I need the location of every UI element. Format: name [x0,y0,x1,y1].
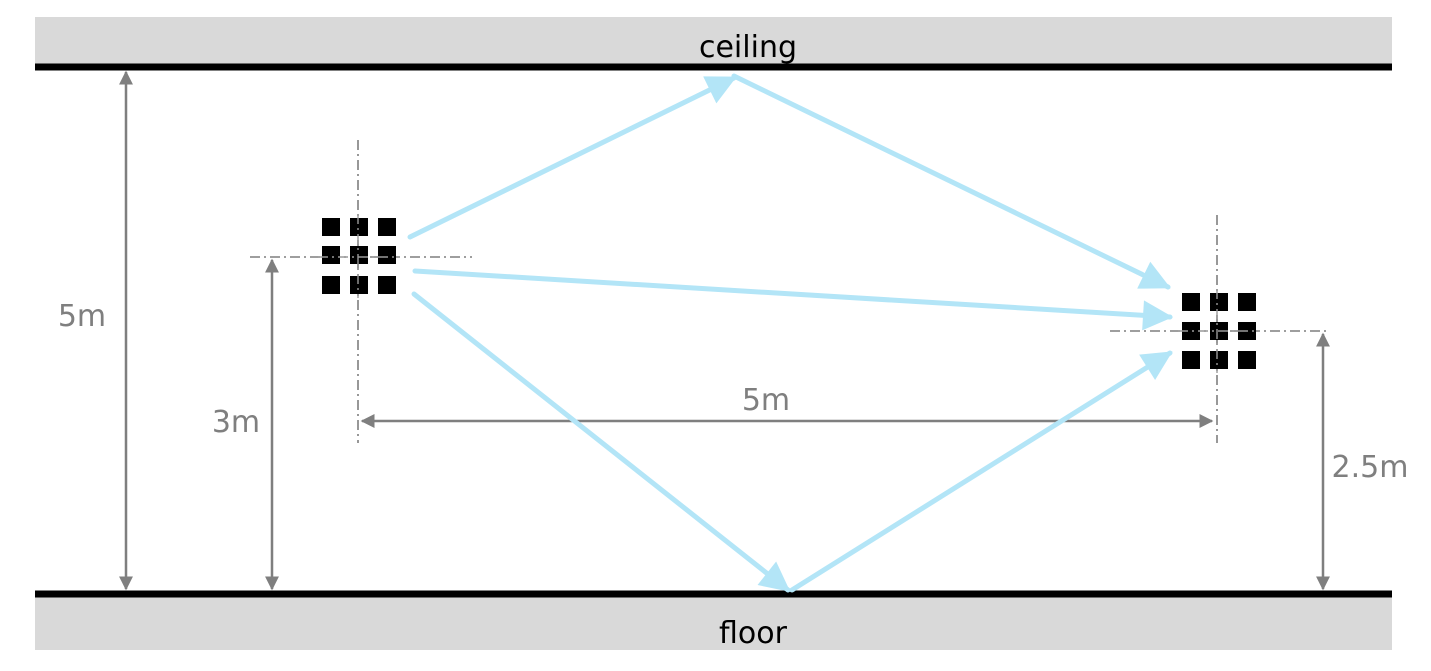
room-height-dimension: 5m [58,70,133,591]
receiver-height-dimension: 2.5m [1316,332,1409,591]
transmitter-elements [322,218,396,294]
separation-label: 5m [742,383,790,418]
ceiling-surface [35,17,1392,67]
transmitter-height-dimension: 3m [212,258,279,591]
room-height-label: 5m [58,299,106,334]
receiver-crosshair-overlay [1178,289,1260,373]
floor-surface [35,594,1392,650]
separation-dimension: 5m [360,383,1214,428]
ceiling: ceiling [35,17,1392,71]
receiver-array [1110,215,1330,443]
receiver-height-label: 2.5m [1332,450,1409,485]
rays [407,73,1173,593]
floor: floor [35,590,1392,651]
ray-floor-reflection [789,350,1173,593]
ray-to-floor [411,291,791,593]
ray-direct-path [412,268,1173,331]
transmitter-crosshair [250,140,472,443]
ray-ceiling-reflection [731,73,1171,290]
ray-to-ceiling [407,75,737,240]
transmitter-crosshair-overlay [318,214,400,298]
transmitter-array [250,140,472,443]
ceiling-label: ceiling [699,30,797,65]
transmitter-height-label: 3m [212,405,260,440]
floor-label: floor [719,616,788,651]
receiver-elements [1182,293,1256,369]
